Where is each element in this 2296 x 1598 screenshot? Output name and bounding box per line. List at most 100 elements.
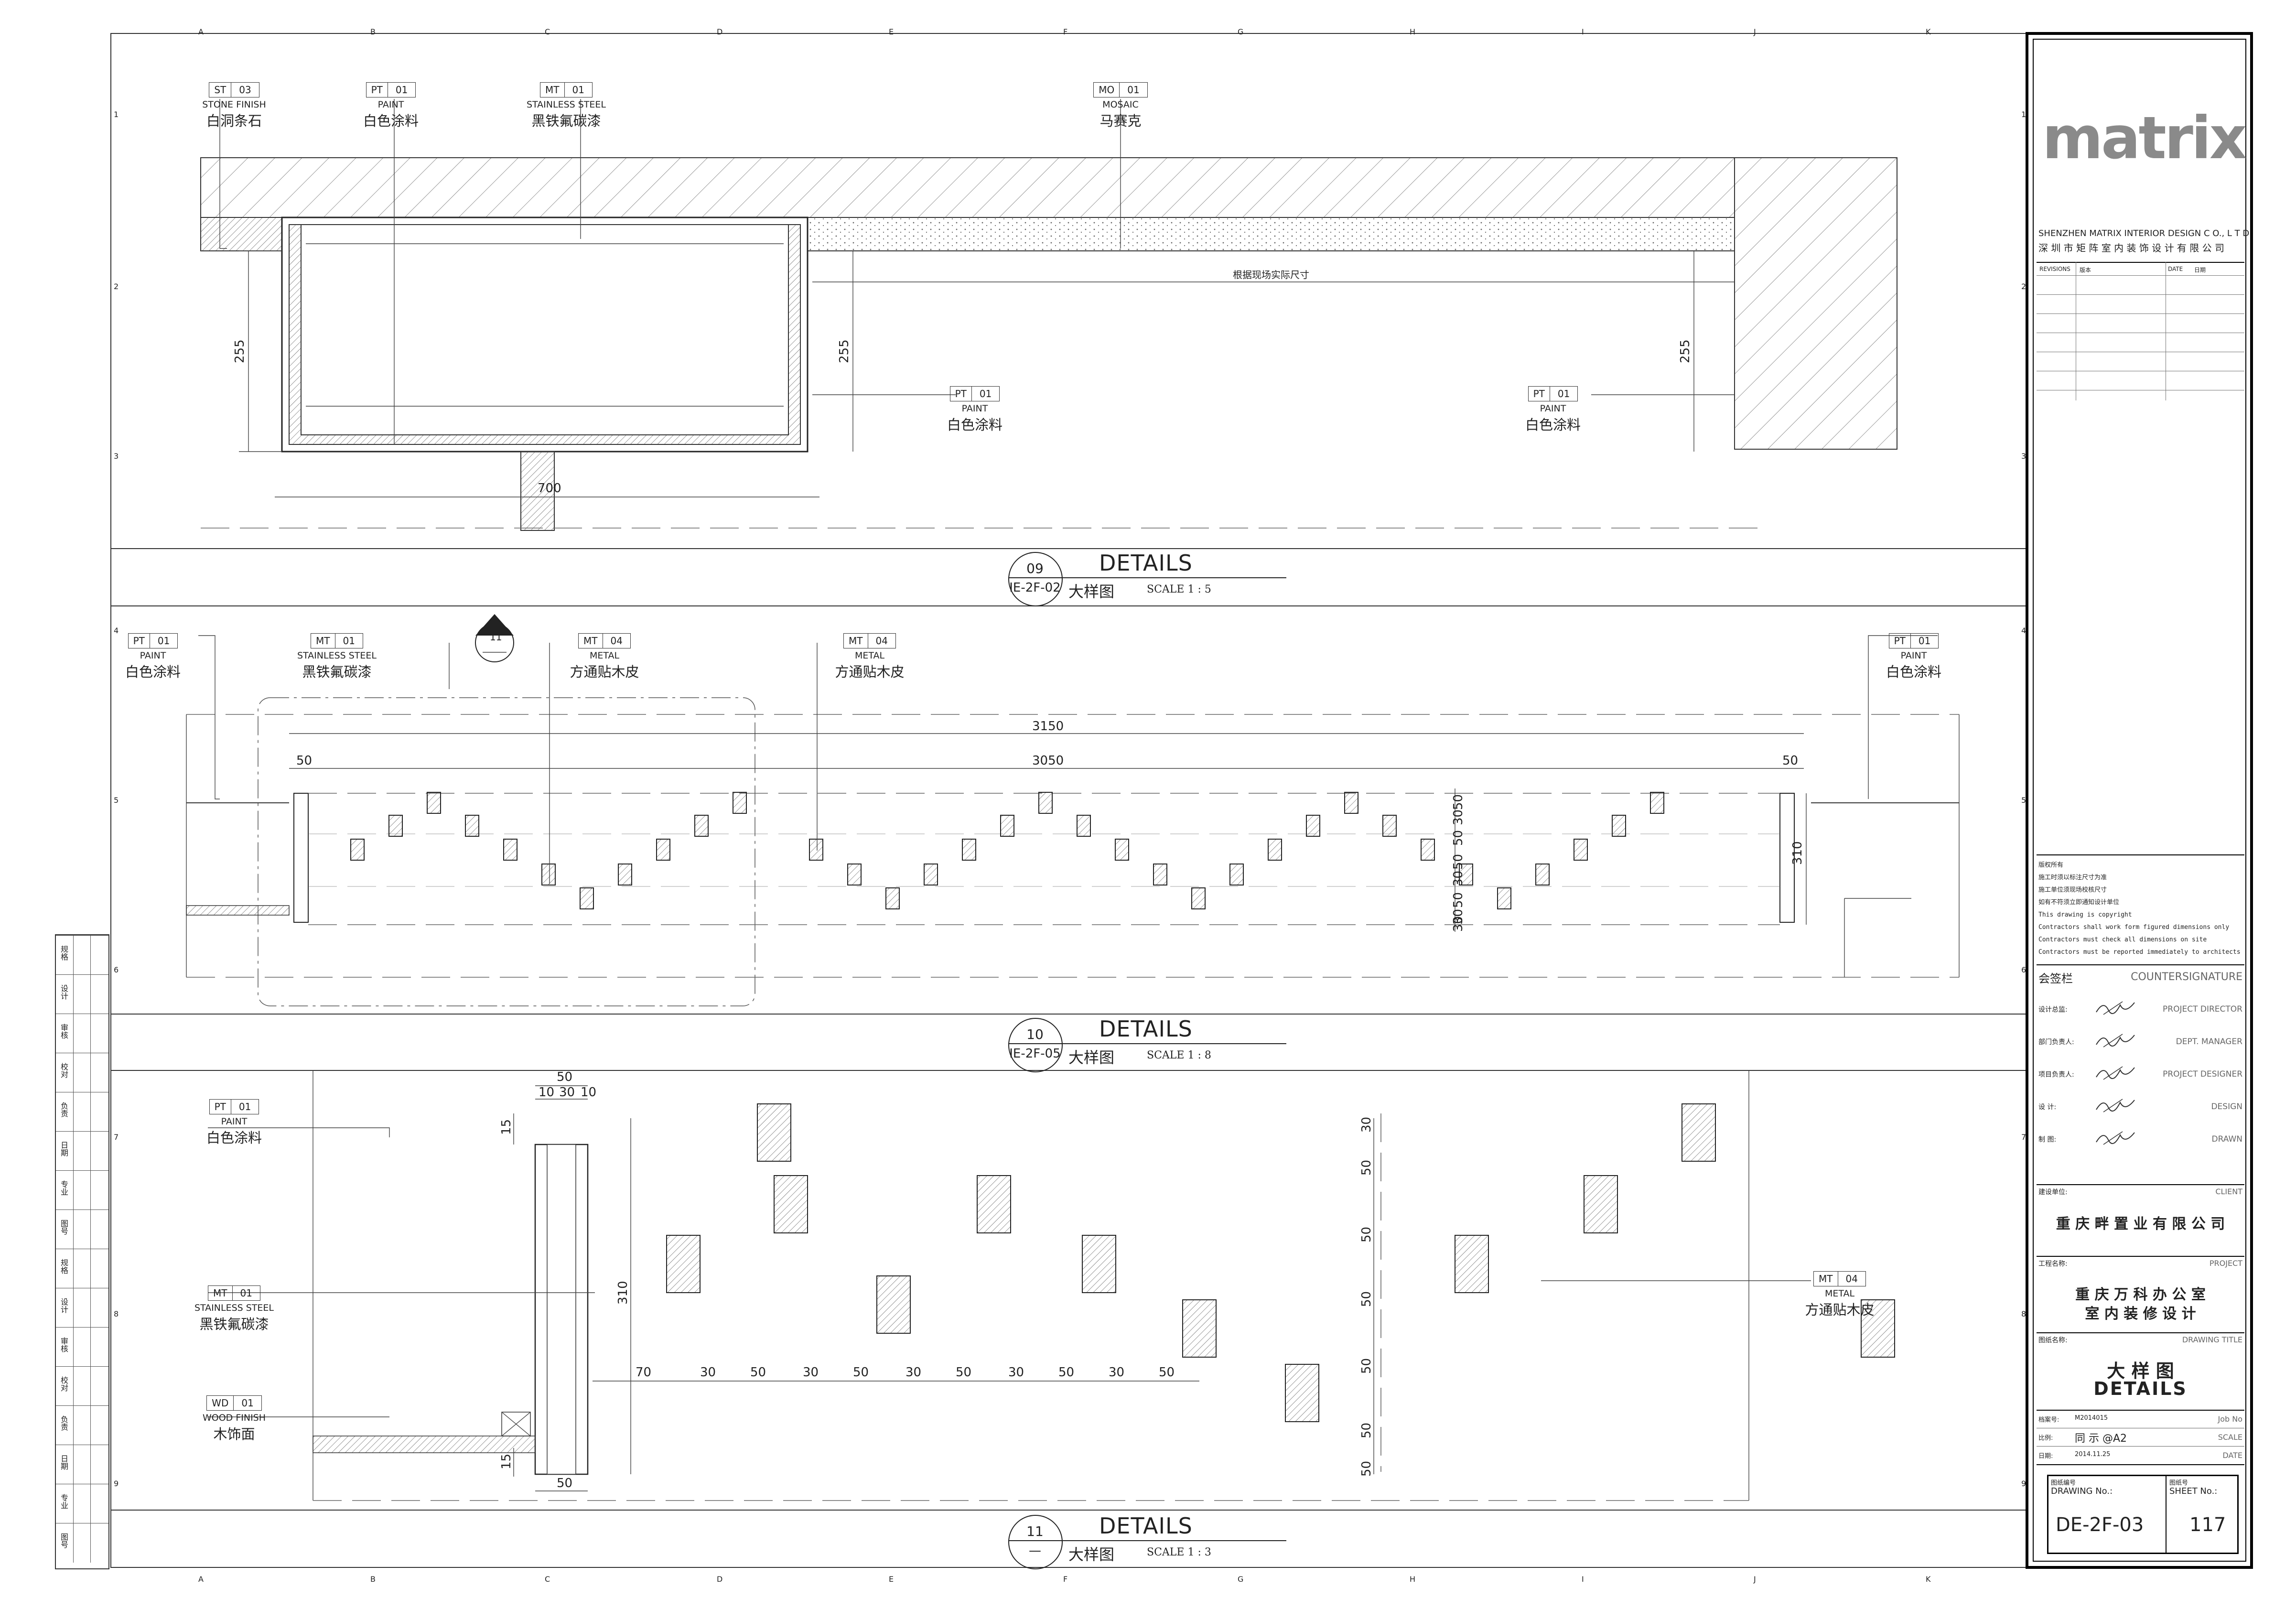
metal-tube xyxy=(885,887,900,909)
strip-cell: 日期 xyxy=(56,1131,108,1171)
dimension-value: 30 xyxy=(1109,1365,1124,1380)
section-bubble xyxy=(1008,552,1063,606)
countersign-row: 项目负责人: PROJECT DESIGNER xyxy=(2037,1058,2244,1091)
strip-label: 日期 xyxy=(59,1455,68,1470)
tag-number: 01 xyxy=(241,1397,254,1409)
tag-english: PAINT xyxy=(221,1116,248,1127)
section-title-cn: 大样图 xyxy=(1068,1048,1115,1067)
metal-tube xyxy=(1153,864,1167,885)
tag-chinese: 白色涂料 xyxy=(206,1130,262,1146)
stone-strip xyxy=(200,217,282,251)
signature-icon xyxy=(2094,998,2137,1017)
grid-row-label: 4 xyxy=(114,626,119,635)
dim-50-bottom: 50 xyxy=(557,1476,572,1490)
role-en: PROJECT DIRECTOR xyxy=(2163,1004,2242,1014)
tag-code: MT xyxy=(311,634,335,648)
drawing-title-label-en: DRAWING TITLE xyxy=(2182,1335,2242,1344)
metal-tube xyxy=(350,839,365,861)
right-frame-post xyxy=(1779,793,1795,923)
dimension-value: 50 xyxy=(1451,854,1466,870)
strip-label: 负责 xyxy=(59,1102,68,1117)
metal-tube xyxy=(1455,1235,1489,1293)
metal-tube xyxy=(1382,815,1397,837)
dimension-value: 50 xyxy=(853,1365,869,1380)
role-cn: 设计总监: xyxy=(2038,1006,2068,1014)
dim-50-right: 50 xyxy=(1782,754,1798,768)
role-en: DRAWN xyxy=(2211,1134,2242,1144)
drawing-no-label-en: DRAWING No.: xyxy=(2051,1486,2113,1496)
dimension-value: 30 xyxy=(803,1365,819,1380)
title-block-frame xyxy=(2026,32,2253,1569)
tag-chinese: 黑铁氟碳漆 xyxy=(302,664,372,680)
metal-tube xyxy=(876,1275,911,1334)
countersign-row: 设计总监: PROJECT DIRECTOR xyxy=(2037,993,2244,1026)
tag-number: 01 xyxy=(157,635,170,647)
tag-number: 01 xyxy=(1557,388,1570,400)
metal-tube xyxy=(694,815,709,837)
grid-row-label: 8 xyxy=(114,1309,119,1318)
grid-row-label: 6 xyxy=(114,965,119,974)
section-number: 10 xyxy=(1026,1026,1044,1042)
metal-tube xyxy=(757,1103,791,1162)
tag-english: WOOD FINISH xyxy=(202,1413,266,1423)
tag-number: 03 xyxy=(239,84,251,96)
metal-tube xyxy=(1497,887,1511,909)
tag-code: MT xyxy=(540,83,565,97)
dimension-value: 30 xyxy=(700,1365,716,1380)
note-line: 版权所有 xyxy=(2038,862,2064,869)
section-ref: IE-2F-05 xyxy=(1009,1047,1061,1061)
section-title-cn: 大样图 xyxy=(1068,1545,1115,1564)
grid-row-label: 1 xyxy=(2021,110,2026,119)
section-title-10: 10 IE-2F-05 DETAILS 大样图 SCALE 1 : 8 xyxy=(1008,1013,1295,1072)
tag-english: PAINT xyxy=(377,99,404,110)
tag-number: 01 xyxy=(395,84,408,96)
strip-label: 设计 xyxy=(59,1298,68,1313)
metal-tube xyxy=(847,864,862,885)
metal-tube xyxy=(580,887,594,909)
tag-chinese: 黑铁氟碳漆 xyxy=(531,113,601,129)
role-en: PROJECT DESIGNER xyxy=(2163,1069,2242,1079)
metal-tube xyxy=(1268,839,1282,861)
metal-tube xyxy=(1574,839,1588,861)
grid-row-label: 5 xyxy=(2021,796,2026,805)
note-line: This drawing is copyright xyxy=(2038,911,2132,918)
site-dimension-note: 根据现场实际尺寸 xyxy=(1233,269,1309,281)
metal-tube xyxy=(503,839,517,861)
strip-cell: 专业 xyxy=(56,1170,108,1210)
tag-number: 01 xyxy=(1127,84,1140,96)
strip-label: 规格 xyxy=(59,945,68,961)
metal-tube xyxy=(618,864,632,885)
client-label-en: CLIENT xyxy=(2215,1187,2242,1196)
role-cn: 制 图: xyxy=(2038,1136,2057,1144)
tag-english: MOSAIC xyxy=(1102,99,1139,110)
grid-col-label: A xyxy=(198,1575,204,1584)
strip-cell: 日期 xyxy=(56,1445,108,1484)
dimension-value: 50 xyxy=(1359,1291,1374,1307)
dimension-value: 50 xyxy=(1359,1423,1374,1438)
company-logo: matrix xyxy=(2042,104,2247,172)
dimension-value: 50 xyxy=(956,1365,971,1380)
note-line: 如有不符须立即通知设计单位 xyxy=(2038,899,2120,906)
tag-english: PAINT xyxy=(140,650,166,661)
signature-icon xyxy=(2094,1063,2137,1082)
section-number: 09 xyxy=(1026,561,1044,576)
section-cut-label: 11 xyxy=(490,631,502,643)
grid-col-label: A xyxy=(198,27,204,36)
metal-tube xyxy=(733,792,747,814)
role-en: DESIGN xyxy=(2211,1102,2242,1112)
project-label-cn: 工程名称: xyxy=(2038,1260,2068,1268)
dimension-value: 50 xyxy=(1058,1365,1074,1380)
tag-english: METAL xyxy=(854,650,885,661)
tag-number: 04 xyxy=(610,635,623,647)
dim-3050: 3050 xyxy=(1032,754,1064,768)
